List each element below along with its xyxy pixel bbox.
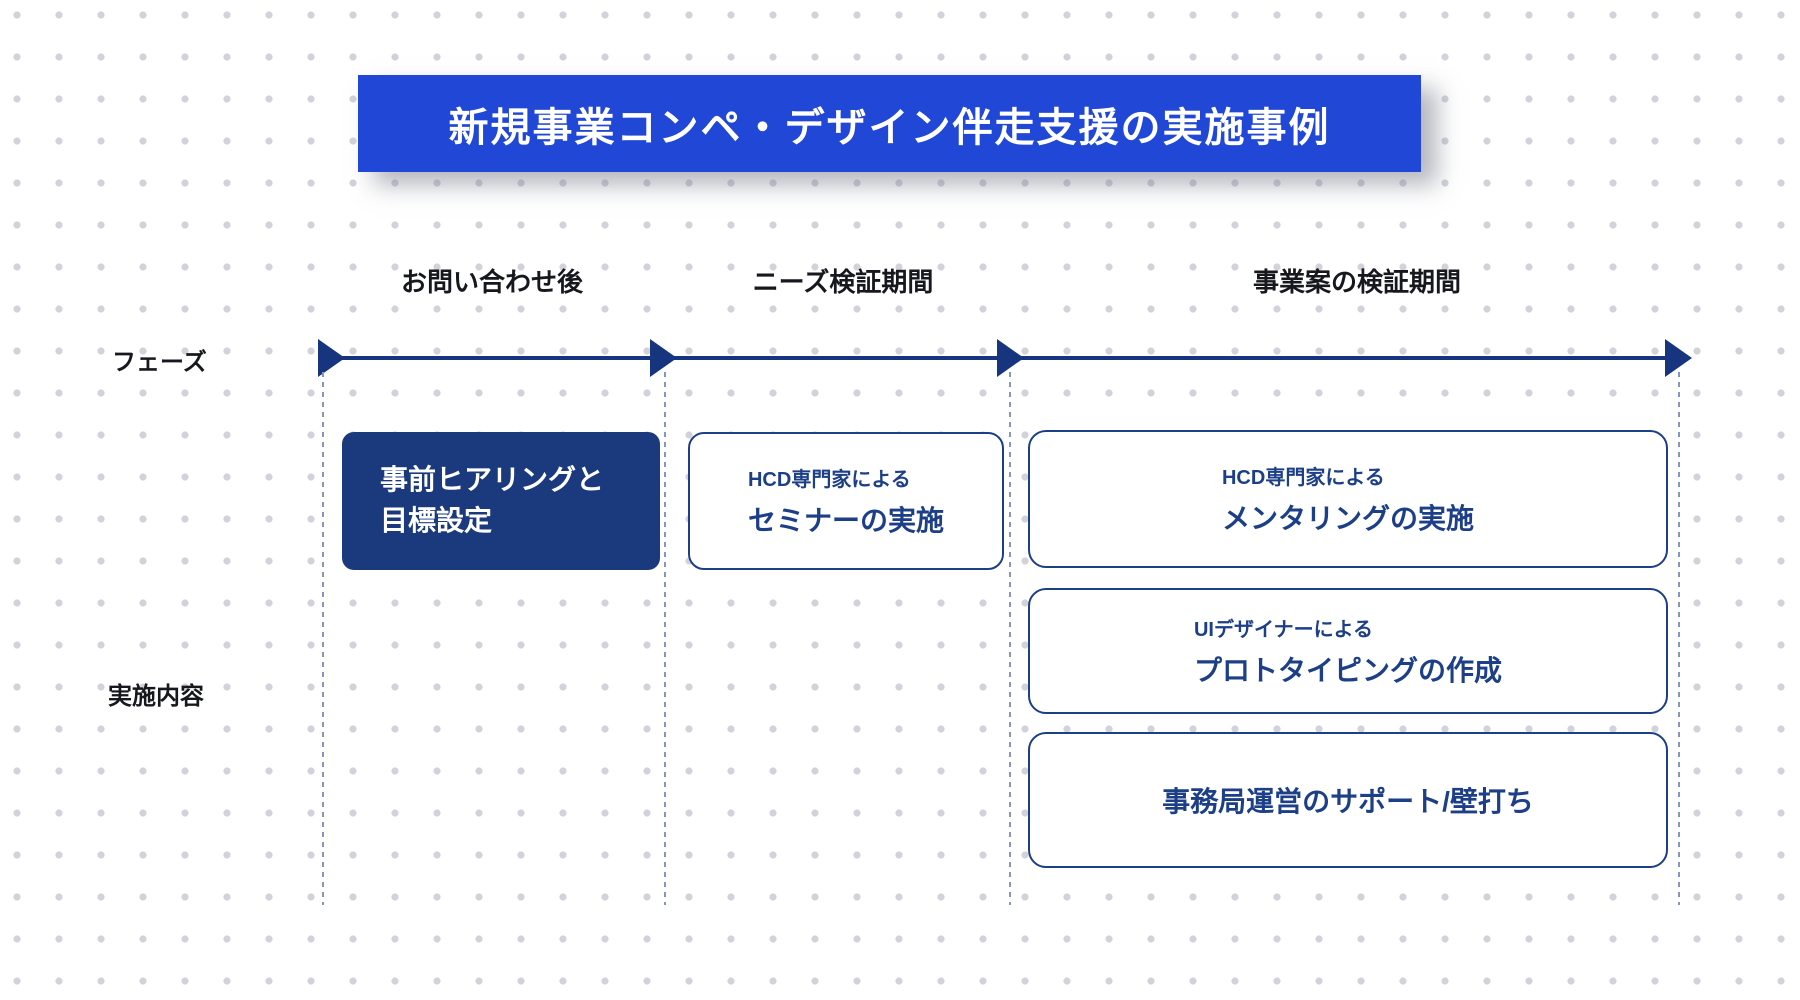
timeline-arrow-icon	[997, 339, 1024, 377]
phase-label-needs-verification: ニーズ検証期間	[752, 267, 934, 297]
card-title: セミナーの実施	[747, 505, 944, 536]
card-line-2: 目標設定	[380, 505, 493, 536]
card-line-1: 事前ヒアリングと	[380, 464, 605, 496]
phase-divider-line	[1009, 372, 1011, 905]
card-seminar: HCD専門家による セミナーの実施	[688, 432, 1004, 570]
phase-divider-line	[1678, 372, 1680, 905]
phase-label-business-plan-verification: 事業案の検証期間	[1252, 267, 1462, 297]
card-text: HCD専門家による セミナーの実施	[748, 463, 944, 539]
phase-divider-line	[322, 372, 324, 905]
card-text: HCD専門家による メンタリングの実施	[1222, 461, 1474, 537]
card-title: プロトタイピングの作成	[1193, 655, 1502, 686]
card-prototyping: UIデザイナーによる プロトタイピングの作成	[1028, 588, 1668, 714]
card-office-support: 事務局運営のサポート/壁打ち	[1028, 732, 1668, 868]
card-pre-hearing-goal-setting: 事前ヒアリングと 目標設定	[342, 432, 660, 570]
row-label-phase: フェーズ	[112, 349, 207, 376]
card-subtitle: UIデザイナーによる	[1193, 619, 1373, 641]
card-subtitle: HCD専門家による	[747, 469, 911, 491]
card-title: 事務局運営のサポート/壁打ち	[1162, 786, 1534, 817]
page-title: 新規事業コンペ・デザイン伴走支援の実施事例	[448, 105, 1331, 150]
row-label-implementation-content: 実施内容	[108, 683, 204, 710]
timeline-arrow-icon	[650, 339, 677, 377]
card-text: UIデザイナーによる プロトタイピングの作成	[1194, 613, 1502, 689]
card-mentoring: HCD専門家による メンタリングの実施	[1028, 430, 1668, 568]
card-title: メンタリングの実施	[1221, 503, 1474, 534]
timeline-arrow-icon	[1665, 339, 1692, 377]
title-banner: 新規事業コンペ・デザイン伴走支援の実施事例	[358, 75, 1421, 172]
phase-divider-line	[664, 372, 666, 905]
card-text: 事務局運営のサポート/壁打ち	[1162, 780, 1534, 820]
card-text: 事前ヒアリングと 目標設定	[380, 460, 604, 541]
timeline-arrow-icon	[318, 339, 345, 377]
phase-label-after-inquiry: お問い合わせ後	[400, 267, 584, 297]
card-subtitle: HCD専門家による	[1221, 467, 1385, 489]
